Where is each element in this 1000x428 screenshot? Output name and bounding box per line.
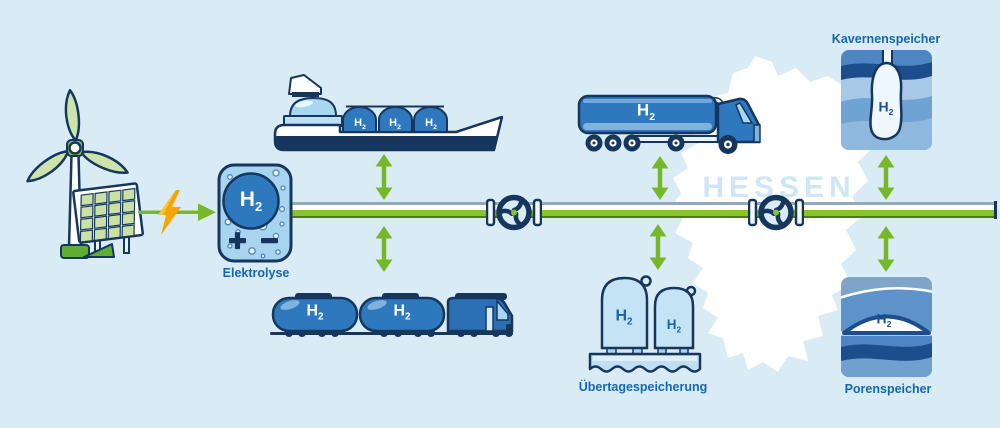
ship-icon (273, 74, 504, 152)
h2-label-surface-tank-2: H2 (666, 316, 682, 335)
turbine-blades (26, 88, 129, 183)
h2-label-wagon-1: H2 (306, 302, 324, 323)
h2-label-pore: H2 (876, 310, 892, 330)
surface-storage-label: Übertagespeicherung (578, 380, 708, 394)
h2-label-truck: H2 (636, 100, 656, 123)
h2-label-ship-tank-1: H2 (354, 117, 366, 132)
ship-h2-tanks (342, 106, 448, 133)
transfer-arrow-surface-storage (649, 224, 667, 270)
pore-storage-label: Porenspeicher (844, 382, 932, 396)
pipeline-end-cap (994, 201, 997, 219)
storage-tank-large (600, 276, 649, 350)
electrolyzer-icon (217, 163, 293, 263)
electrode-symbols (229, 232, 278, 250)
locomotive (446, 296, 514, 333)
electricity-arrow (138, 190, 216, 235)
h2-label-surface-tank-1: H2 (615, 307, 633, 328)
h2-label-ship-tank-3: H2 (425, 117, 437, 132)
cavern-storage-tile (841, 50, 932, 150)
dome-shape (842, 314, 931, 335)
cavern-storage-label: Kavernenspeicher (831, 32, 941, 46)
h2-label-electrolyzer: H2 (239, 187, 263, 215)
pipeline (288, 201, 997, 219)
pipeline-top-edge (288, 202, 997, 205)
h2-label-cavern: H2 (878, 98, 894, 118)
pipeline-valve-icon-1 (486, 194, 542, 231)
lightning-icon (158, 190, 181, 235)
pipeline-white-band (288, 204, 997, 210)
wind-turbine-icon (26, 88, 129, 259)
solar-panel-icon (72, 182, 144, 258)
transfer-arrow-pore-storage (877, 226, 895, 272)
transfer-arrow-cavern-storage (877, 155, 895, 200)
pipeline-dark-edge (288, 216, 997, 218)
cavern-shape (869, 61, 903, 141)
pore-storage-tile (841, 277, 932, 377)
h2-label-ship-tank-2: H2 (389, 117, 401, 132)
pipeline-green-band (288, 209, 997, 216)
solar-cells (79, 187, 136, 243)
arrow-head (198, 203, 216, 221)
transfer-arrow-ship (375, 154, 393, 200)
truck-wheels (585, 134, 738, 154)
pipeline-valve-icon-2 (748, 194, 804, 231)
h2-label-wagon-2: H2 (393, 302, 411, 323)
surface-storage-icon (588, 275, 702, 373)
storage-tank-small (653, 286, 695, 350)
train-icon (270, 293, 514, 337)
truck-icon (577, 94, 761, 154)
transfer-arrow-truck (651, 156, 669, 200)
electrolysis-label: Elektrolyse (222, 266, 290, 280)
transfer-arrow-train (375, 226, 393, 272)
